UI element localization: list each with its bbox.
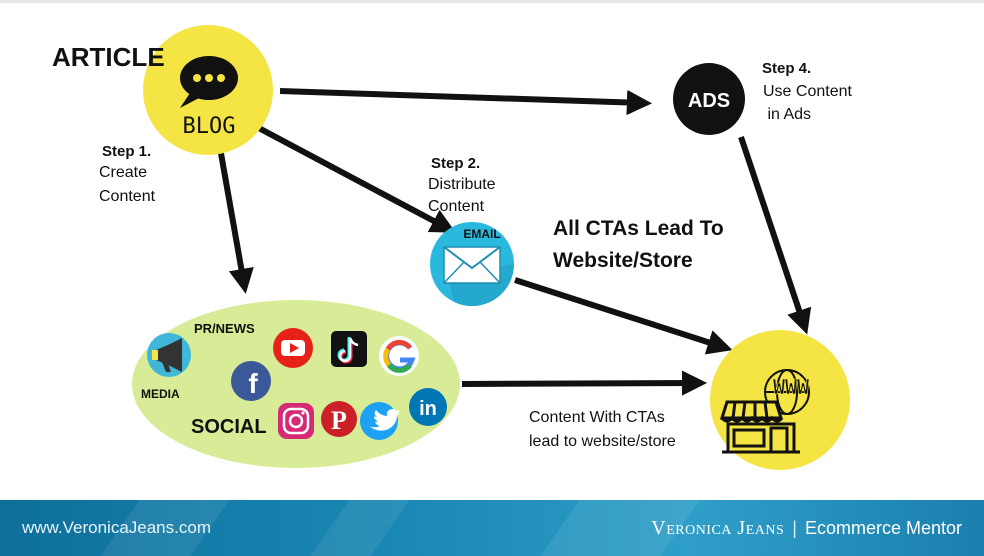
footer-decoration — [310, 500, 410, 556]
email-label: EMAIL — [463, 227, 500, 241]
globe-icon — [764, 369, 810, 415]
brand-separator: | — [792, 518, 797, 538]
step1-line1: Create — [99, 164, 147, 181]
google-icon — [379, 336, 419, 376]
tiktok-icon — [331, 331, 367, 367]
arrow-ads-to-website — [738, 136, 812, 335]
brand-tagline: Ecommerce Mentor — [804, 518, 962, 538]
website-node: WWW — [710, 330, 850, 470]
svg-text:in: in — [419, 398, 437, 420]
step2-title: Step 2. — [431, 155, 480, 172]
social-cluster: PR/NEWS MEDIA SOCIAL — [132, 300, 460, 468]
svg-text:P: P — [331, 406, 347, 435]
step2-line1: Distribute — [428, 176, 496, 193]
media-label: MEDIA — [141, 387, 180, 401]
storefront-icon — [719, 400, 800, 454]
envelope-icon — [443, 246, 501, 284]
blog-label: BLOG — [183, 114, 236, 139]
facebook-icon: f — [231, 361, 271, 401]
pinterest-icon: P — [321, 401, 357, 437]
svg-text:f: f — [248, 368, 258, 399]
arrow-blog-to-social — [216, 141, 254, 294]
flow-arrows — [216, 88, 812, 396]
step1-title: Step 1. — [102, 143, 151, 160]
ads-node: ADS — [673, 63, 745, 135]
step4-title: Step 4. — [762, 60, 811, 77]
social-label: SOCIAL — [191, 416, 267, 438]
linkedin-icon: in — [409, 388, 447, 426]
blog-node: BLOG — [143, 25, 273, 155]
top-border — [0, 0, 984, 3]
www-label: WWW — [773, 375, 810, 399]
headline-line1: All CTAs Lead To — [553, 217, 724, 240]
step4-line2: in Ads — [763, 106, 811, 123]
article-label: ARTICLE — [52, 42, 165, 72]
brand-name: Veronica Jeans — [651, 517, 785, 539]
chat-bubble-icon — [180, 56, 238, 108]
step1-line2: Content — [99, 188, 156, 205]
cta-note-line1: Content With CTAs — [529, 409, 665, 426]
youtube-icon — [273, 328, 313, 368]
email-node: EMAIL — [430, 222, 514, 307]
pr-news-label: PR/NEWS — [194, 321, 255, 336]
ads-label: ADS — [688, 90, 730, 112]
step2-line2: Content — [428, 198, 485, 215]
arrow-social-to-website — [461, 370, 708, 396]
footer-website-link[interactable]: www.VeronicaJeans.com — [22, 518, 211, 537]
arrow-email-to-website — [514, 277, 733, 355]
arrow-blog-to-ads — [279, 88, 653, 116]
footer-bar: www.VeronicaJeans.com Veronica Jeans | Eco… — [0, 500, 984, 556]
instagram-icon — [278, 403, 314, 439]
megaphone-icon — [147, 333, 191, 377]
marketing-flow-diagram: BLOG ARTICLE ADS EMAIL PR/NEWS MEDIA SOC… — [52, 25, 852, 470]
arrow-blog-to-email — [253, 123, 456, 233]
step4-line1: Use Content — [763, 83, 852, 100]
twitter-icon — [360, 402, 400, 440]
headline-line2: Website/Store — [553, 249, 693, 272]
footer-brand: Veronica Jeans | Ecommerce Mentor — [651, 517, 962, 540]
cta-note-line2: lead to website/store — [529, 433, 676, 450]
